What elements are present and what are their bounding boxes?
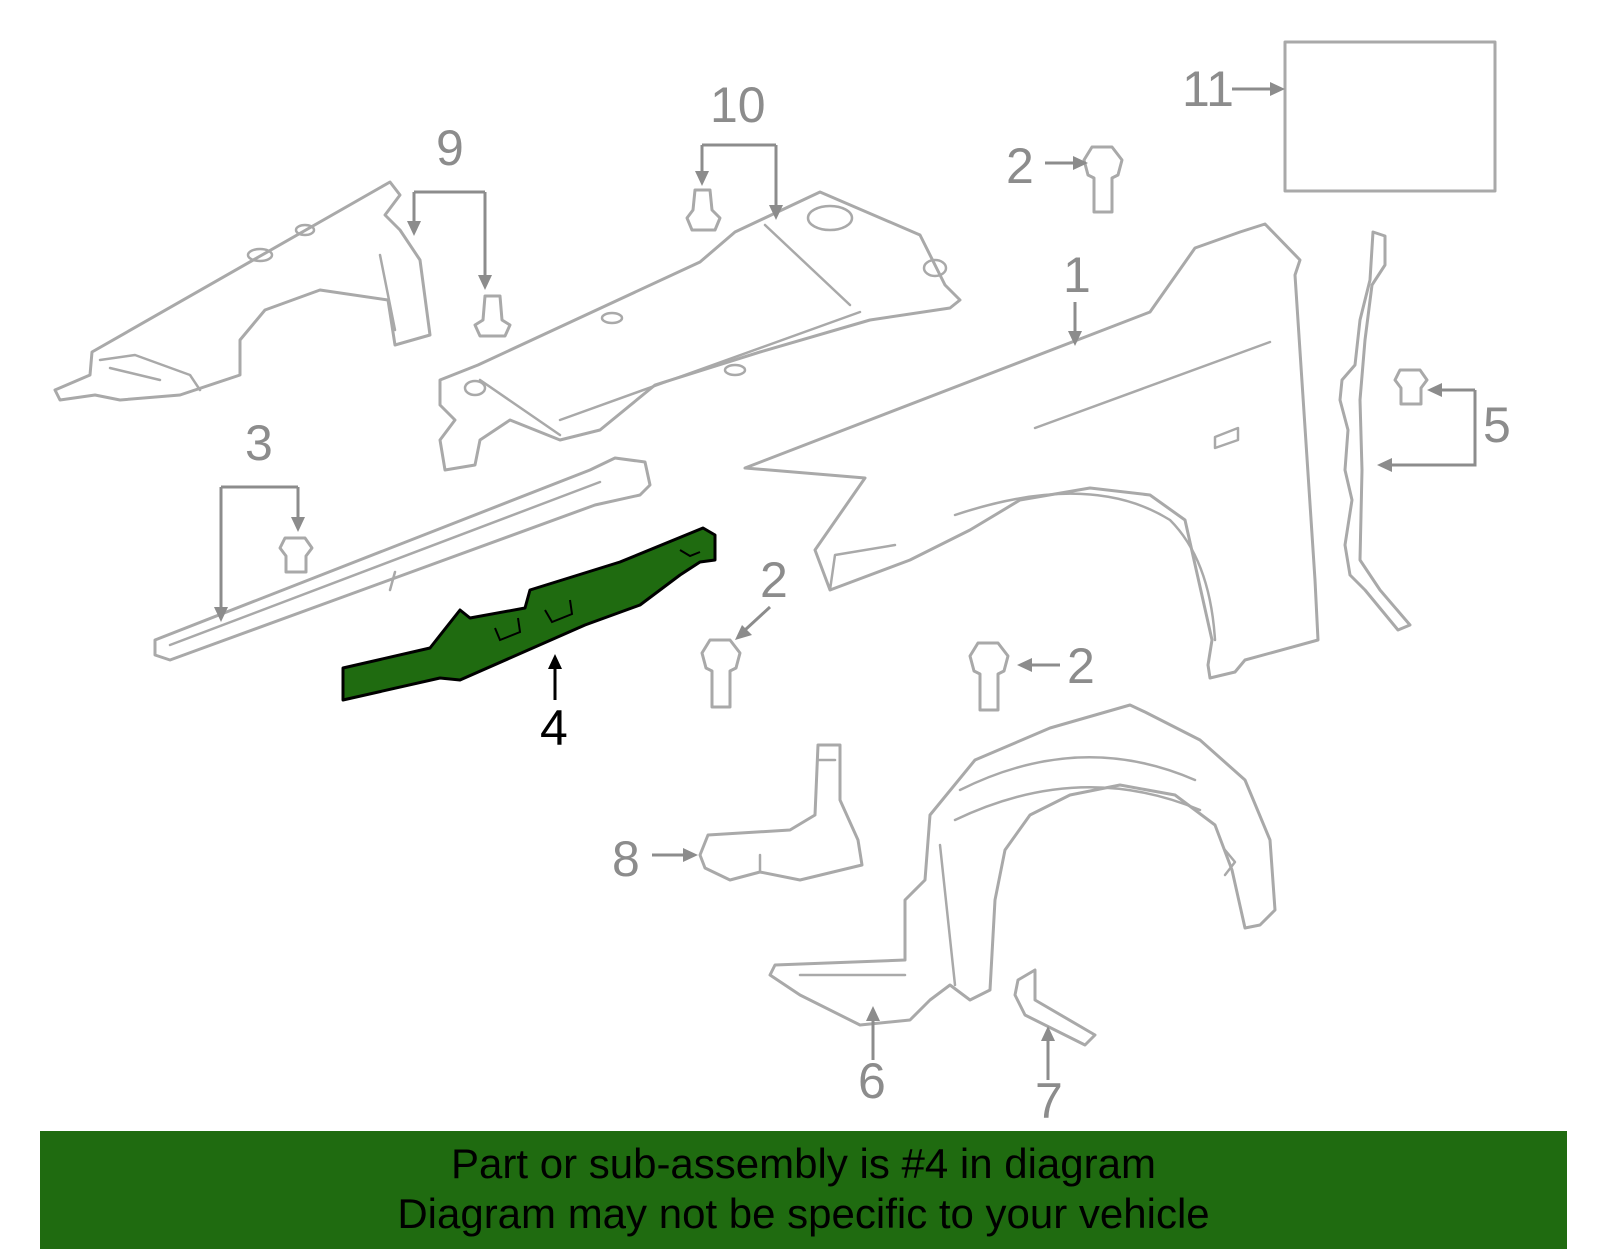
- callout-1: 1: [1063, 247, 1091, 303]
- callout-4: 4: [540, 700, 568, 756]
- callout-2-top: 2: [1006, 138, 1034, 194]
- banner-line-2: Diagram may not be specific to your vehi…: [397, 1190, 1210, 1237]
- clip-3: [278, 536, 314, 574]
- part-9-apron: [53, 180, 432, 402]
- clip-10: [685, 188, 722, 232]
- callout-8: 8: [612, 831, 640, 887]
- part-7-bracket: [1013, 968, 1097, 1047]
- bolt-2-top: [1082, 145, 1124, 214]
- part-11-label-box: [1283, 40, 1497, 193]
- callout-7: 7: [1035, 1073, 1063, 1129]
- clip-9: [473, 294, 512, 338]
- part-6-liner: [768, 703, 1277, 1027]
- part-3-strip: [153, 456, 652, 662]
- part-8-bracket: [698, 743, 864, 882]
- part-10-cover: [438, 190, 962, 472]
- info-banner: Part or sub-assembly is #4 in diagram Di…: [40, 1131, 1567, 1249]
- bolt-2-middle: [700, 638, 742, 709]
- callout-2-bottom: 2: [1067, 638, 1095, 694]
- clip-5: [1393, 368, 1429, 406]
- bolt-2-bottom: [968, 641, 1010, 712]
- part-4-highlighted: [341, 526, 717, 702]
- leaders: [214, 82, 1477, 1080]
- callout-6: 6: [858, 1053, 886, 1109]
- callout-10: 10: [710, 77, 766, 133]
- callout-11: 11: [1182, 61, 1234, 117]
- part-1-fender: [743, 222, 1320, 680]
- callout-3: 3: [245, 415, 273, 471]
- callout-9: 9: [436, 120, 464, 176]
- banner-line-1: Part or sub-assembly is #4 in diagram: [451, 1140, 1156, 1187]
- callout-2-middle: 2: [760, 552, 788, 608]
- callout-5: 5: [1483, 397, 1511, 453]
- part-5-strip: [1338, 230, 1412, 632]
